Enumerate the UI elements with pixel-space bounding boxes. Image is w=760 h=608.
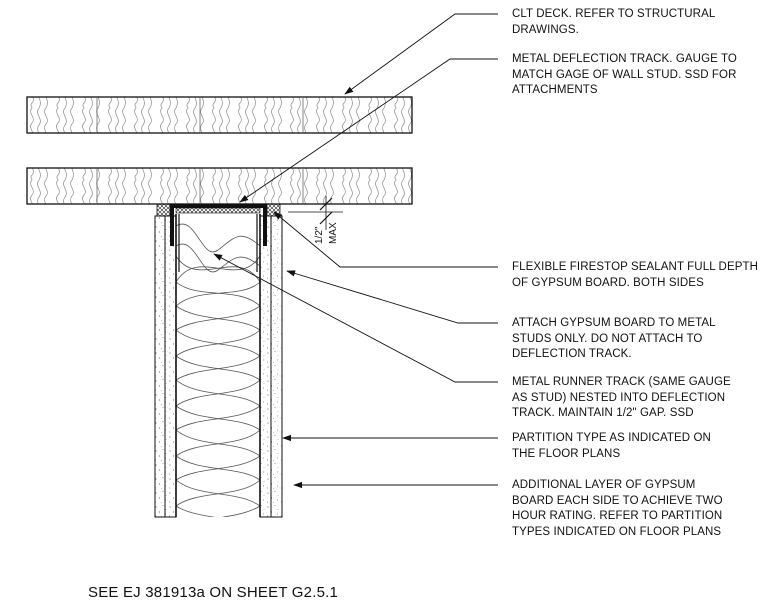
leader-lines bbox=[213, 13, 498, 489]
gap-dimension: 1/2" MAX bbox=[288, 196, 343, 244]
note-firestop-sealant: FLEXIBLE FIRESTOP SEALANT FULL DEPTH OF … bbox=[512, 261, 759, 289]
clt-deck-lower bbox=[26, 167, 413, 205]
clt-deck-upper bbox=[26, 96, 413, 134]
insulation-batt bbox=[176, 223, 260, 517]
leader-firestop-sealant bbox=[273, 211, 498, 268]
sheet-reference-caption: SEE EJ 381913a ON SHEET G2.5.1 bbox=[88, 584, 339, 601]
dimension-qualifier: MAX bbox=[328, 222, 339, 244]
note-additional-layer: ADDITIONAL LAYER OF GYPSUM BOARD EACH SI… bbox=[512, 479, 723, 538]
note-runner-track: METAL RUNNER TRACK (SAME GAUGE AS STUD) … bbox=[512, 376, 731, 419]
note-attach-gypsum: ATTACH GYPSUM BOARD TO METAL STUDS ONLY.… bbox=[512, 317, 716, 360]
dimension-value: 1/2" bbox=[314, 226, 325, 244]
note-deflection-track: METAL DEFLECTION TRACK. GAUGE TO MATCH G… bbox=[512, 53, 737, 96]
leader-runner-track bbox=[213, 253, 498, 383]
leader-clt-deck bbox=[344, 13, 498, 95]
leader-deflection-track bbox=[239, 58, 498, 203]
note-partition-type: PARTITION TYPE AS INDICATED ON THE FLOOR… bbox=[512, 432, 711, 460]
partition-wall bbox=[154, 203, 283, 518]
leader-attach-gypsum bbox=[286, 270, 498, 324]
note-clt-deck: CLT DECK. REFER TO STRUCTURAL DRAWINGS. bbox=[512, 8, 716, 36]
